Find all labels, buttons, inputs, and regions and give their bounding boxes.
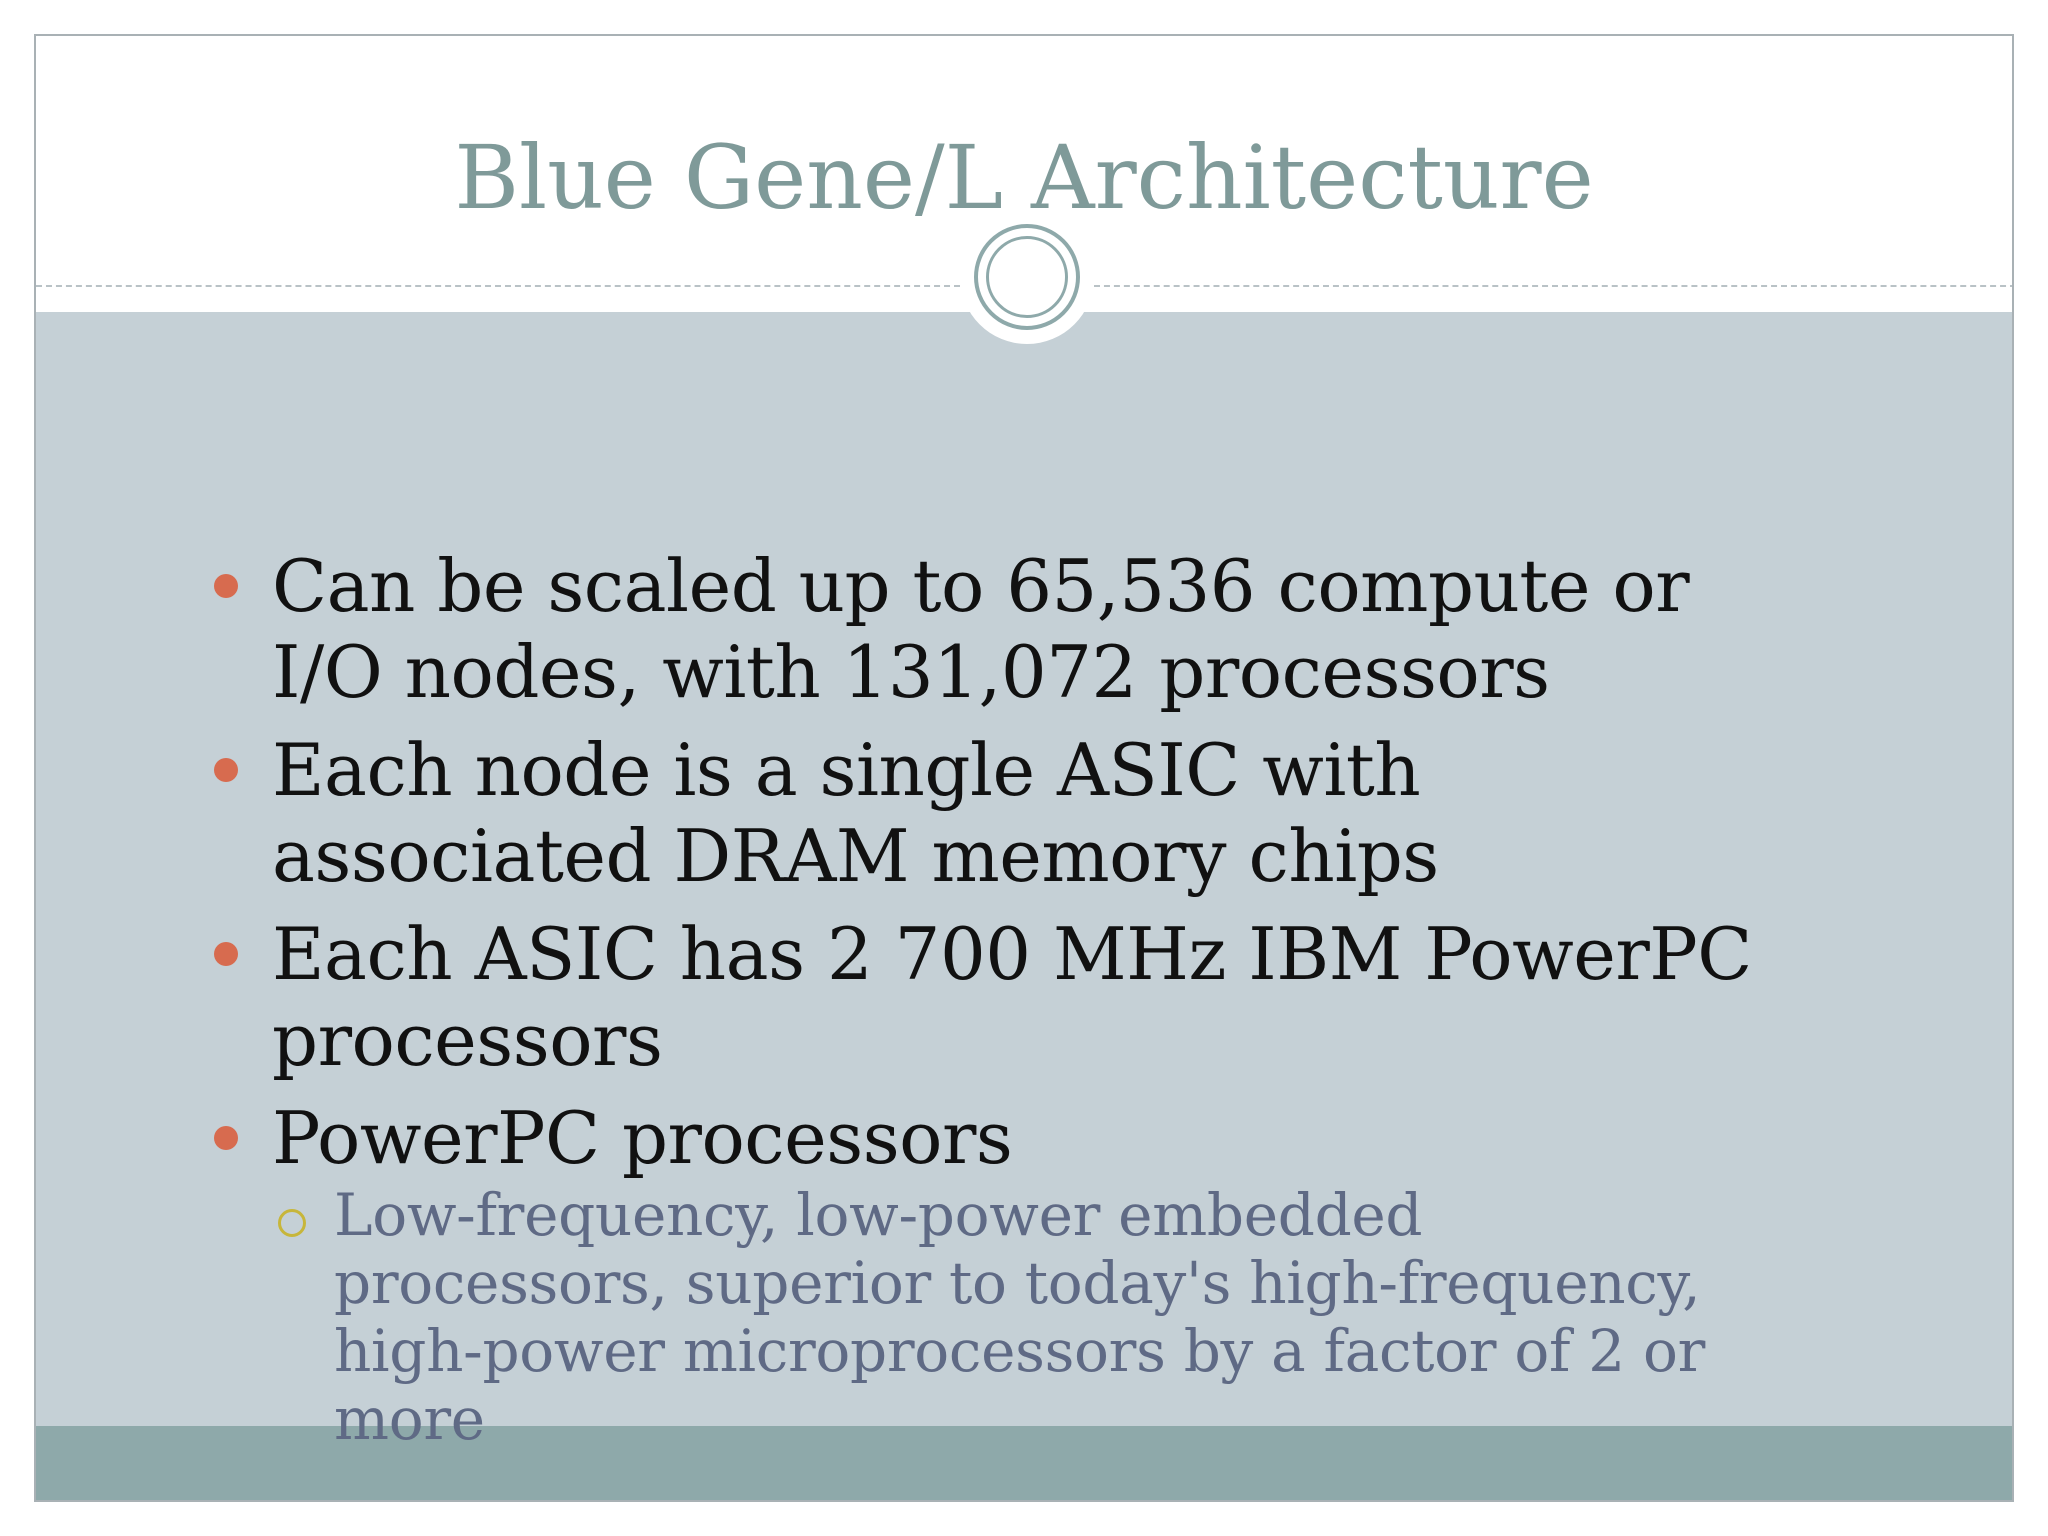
bullet-item-1: Can be scaled up to 65,536 compute or I/… bbox=[272, 544, 1690, 714]
filled-circle-bullet-icon bbox=[214, 1126, 238, 1150]
bullet-item-2: Each node is a single ASIC with associat… bbox=[272, 728, 1439, 898]
sub-bullet-item-1: Low-frequency, low-power embedded proces… bbox=[334, 1181, 1706, 1453]
filled-circle-bullet-icon bbox=[214, 942, 238, 966]
double-circle-icon bbox=[974, 224, 1080, 330]
content-area bbox=[36, 312, 2012, 1426]
filled-circle-bullet-icon bbox=[214, 574, 238, 598]
bullet-item-3: Each ASIC has 2 700 MHz IBM PowerPC proc… bbox=[272, 912, 1752, 1082]
filled-circle-bullet-icon bbox=[214, 758, 238, 782]
title-divider-left bbox=[36, 285, 960, 287]
title-divider-right bbox=[1094, 285, 2012, 287]
double-circle-inner-icon bbox=[986, 236, 1068, 318]
bullet-item-4: PowerPC processors bbox=[272, 1096, 1013, 1180]
footer-bar bbox=[36, 1426, 2012, 1500]
bullet-list: Can be scaled up to 65,536 compute or I/… bbox=[36, 36, 2012, 1500]
hollow-circle-bullet-icon bbox=[278, 1209, 306, 1237]
slide: Blue Gene/L Architecture Can be scaled u… bbox=[34, 34, 2014, 1502]
